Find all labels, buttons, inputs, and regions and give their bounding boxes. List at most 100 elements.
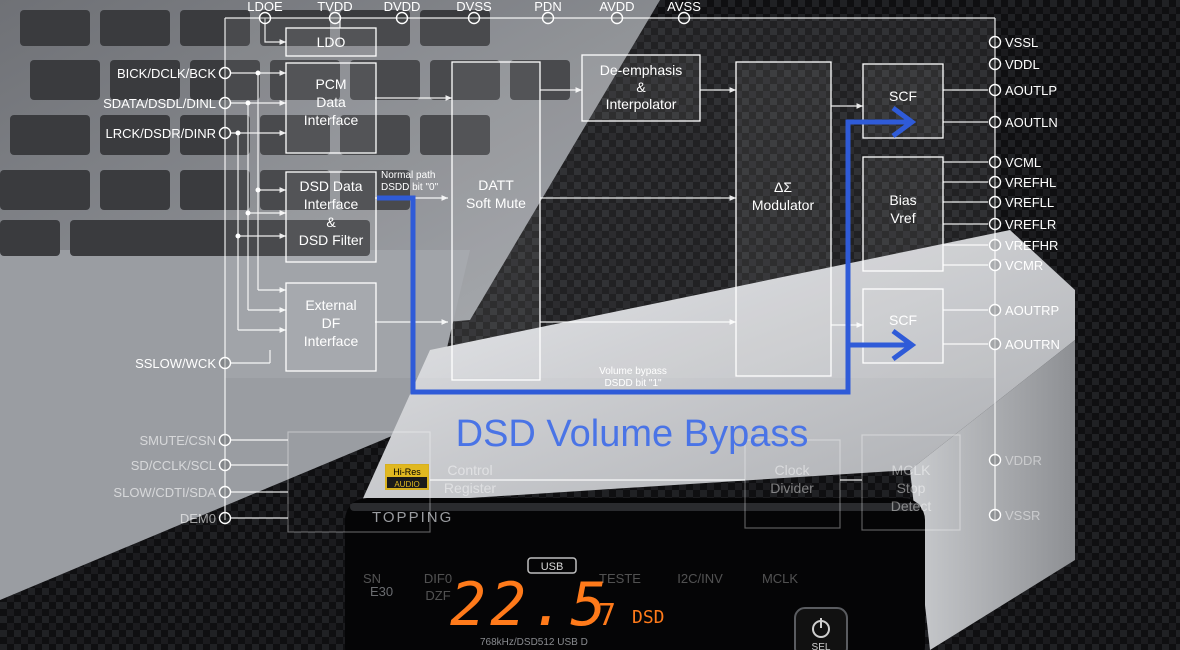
right-6-pin [988, 195, 1002, 209]
bias-block [862, 156, 944, 272]
datt-label-2: Soft Mute [466, 195, 526, 211]
dsd-label-1: DSD Data [299, 178, 362, 194]
power-button[interactable]: SEL [794, 607, 848, 650]
left-2-pin [218, 126, 232, 140]
pcm-label-3: Interface [304, 112, 359, 128]
brand-logo: TOPPING [372, 509, 453, 526]
left-pins: BICK/DCLK/BCKSDATA/DSDL/DINLLRCK/DSDR/DI… [103, 66, 232, 526]
dsd-block [285, 171, 377, 263]
datt-block [451, 61, 541, 381]
right-7-pin [988, 217, 1002, 231]
scf-bottom-label: SCF [889, 312, 917, 328]
top-pin-label-5: AVDD [599, 0, 634, 14]
top-pin-label-0: LDOE [247, 0, 283, 14]
display-suffix: 7 [598, 598, 616, 633]
hi-res-label: Hi-Res [393, 467, 421, 477]
bottom-pin-label-1: DIF0 [424, 571, 452, 586]
control-label-1: Control [447, 462, 492, 478]
diagram-wiring [224, 17, 996, 520]
top-pin-label-2: DVDD [384, 0, 421, 14]
right-pin-label-3: AOUTLN [1005, 115, 1058, 130]
display-value: 22.5 [450, 570, 611, 640]
audio-label: AUDIO [394, 480, 419, 489]
modulator-label-1: ΔΣ [774, 179, 792, 195]
bypass-note-2: DSDD bit "1" [604, 378, 662, 389]
path-notes: Normal path DSDD bit "0" Volume bypass D… [381, 170, 667, 389]
top-pin-label-1: TVDD [317, 0, 352, 14]
top-pin-label-6: AVSS [667, 0, 701, 14]
pcm-label-2: Data [316, 94, 346, 110]
right-2-pin [988, 83, 1002, 97]
datt-label-1: DATT [478, 177, 514, 193]
topping-device: Hi-Res AUDIO TOPPING E30 USB 22.5 7 DSD … [345, 230, 1075, 650]
right-8-pin [988, 238, 1002, 252]
power-label: SEL [812, 642, 831, 650]
bottom-pin-label-5: MCLK [762, 571, 798, 586]
bottom-pin-label-0: SN [363, 571, 381, 586]
right-lower-pin-label-0: VDDR [1005, 453, 1042, 468]
top-2-pin [395, 11, 409, 25]
laptop-keyboard [0, 10, 570, 256]
mclk-label-3: Detect [891, 498, 932, 514]
right-pins: VSSLVDDLAOUTLPAOUTLNVCMLVREFHLVREFLLVREF… [988, 35, 1060, 523]
mclk-label-2: Stop [897, 480, 926, 496]
bottom-pin-label-4: I2C/INV [677, 571, 723, 586]
right-9-pin [988, 258, 1002, 272]
top-0-pin [258, 11, 272, 25]
normal-path-note-2: DSDD bit "0" [381, 182, 439, 193]
left-lower-pin-label-0: SMUTE/CSN [139, 433, 216, 448]
right-lower-0-pin [988, 453, 1002, 467]
lower-block-labels: Control Register Clock Divider MCLK Stop… [444, 462, 931, 514]
right-pin-label-8: VREFHR [1005, 238, 1058, 253]
right-pin-label-0: VSSL [1005, 35, 1038, 50]
model-label: E30 [370, 584, 393, 599]
normal-path-note-1: Normal path [381, 170, 435, 181]
hi-res-badge: Hi-Res AUDIO [385, 464, 429, 490]
right-pin-label-9: VCMR [1005, 258, 1043, 273]
diagram-blocks [285, 27, 944, 381]
top-pin-label-4: PDN [534, 0, 561, 14]
top-pin-label-3: DVSS [456, 0, 492, 14]
ldo-label: LDO [317, 34, 346, 50]
deemph-label-1: De-emphasis [600, 62, 682, 78]
usb-indicator-label: USB [541, 561, 564, 573]
top-5-pin [610, 11, 624, 25]
left-lower-pin-label-3: DEM0 [180, 511, 216, 526]
right-0-pin [988, 35, 1002, 49]
clock-label-2: Divider [770, 480, 814, 496]
ext-label-2: DF [322, 315, 341, 331]
left-lower-pin-label-1: SD/CCLK/SCL [131, 458, 216, 473]
top-3-pin [467, 11, 481, 25]
dsd-label-4: DSD Filter [299, 232, 364, 248]
right-10-pin [988, 303, 1002, 317]
clock-label-1: Clock [774, 462, 810, 478]
bottom-pin-label-2: DZF [425, 588, 450, 603]
deemph-label-3: Interpolator [606, 96, 677, 112]
ldo-block [285, 27, 377, 57]
top-1-pin [328, 11, 342, 25]
pcm-block [285, 62, 377, 154]
right-4-pin [988, 155, 1002, 169]
diagram-title: DSD Volume Bypass [456, 413, 809, 455]
bias-label-1: Bias [889, 192, 916, 208]
bias-label-2: Vref [890, 210, 915, 226]
top-4-pin [541, 11, 555, 25]
right-11-pin [988, 337, 1002, 351]
ext-df-block [285, 282, 377, 372]
lower-blocks [287, 431, 961, 533]
left-pin-label-0: BICK/DCLK/BCK [117, 66, 216, 81]
usb-indicator [527, 557, 577, 574]
right-pin-label-6: VREFLL [1005, 195, 1054, 210]
right-5-pin [988, 175, 1002, 189]
left-3-pin [218, 356, 232, 370]
mclk-label-1: MCLK [892, 462, 932, 478]
left-lower-pin-label-2: SLOW/CDTI/SDA [113, 485, 216, 500]
modulator-label-2: Modulator [752, 197, 815, 213]
modulator-block [735, 61, 832, 377]
right-pin-label-10: AOUTRP [1005, 303, 1059, 318]
left-lower-3-pin [218, 511, 232, 525]
device-front-panel [345, 498, 925, 650]
scf-top-label: SCF [889, 88, 917, 104]
